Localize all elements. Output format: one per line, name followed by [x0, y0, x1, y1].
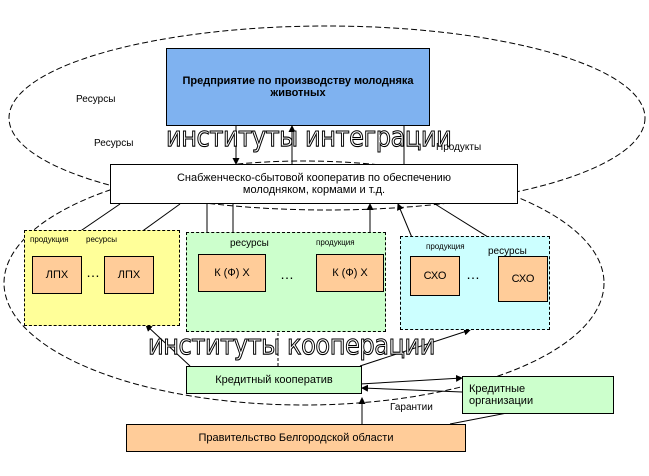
resources-top-label: Ресурсы	[76, 94, 116, 105]
lph-box-2-label: ЛПХ	[117, 269, 141, 281]
integration-title: институты интеграции	[166, 119, 453, 153]
supply-coop-label: Снабженческо-сбытовой кооператив по обес…	[176, 172, 452, 196]
integration-ellipse	[8, 25, 646, 211]
enterprise-label: Предприятие по производству молодняка жи…	[182, 75, 414, 99]
mid-group-prod-label: продукция	[316, 238, 355, 247]
left-group-res-label: ресурсы	[86, 235, 118, 244]
sho-box-1: СХО	[410, 256, 460, 296]
kfh-box-1-label: К (Ф) Х	[214, 267, 250, 279]
credit-orgs-label: Кредитные организации	[469, 383, 534, 407]
government-box: Правительство Белгородской области	[126, 424, 466, 452]
cooperation-title: институты кооперации	[148, 327, 436, 361]
arrow-credit-left	[145, 324, 191, 367]
sho-box-2: СХО	[498, 256, 548, 302]
guarantees-label: Гарантии	[390, 402, 433, 413]
mid-group-ellipsis: …	[280, 266, 296, 282]
kfh-box-1: К (Ф) Х	[198, 254, 266, 292]
products-label: Продукты	[436, 142, 482, 153]
sho-box-1-label: СХО	[423, 270, 447, 282]
resources-mid-label: Ресурсы	[94, 138, 134, 149]
credit-coop-box: Кредитный кооператив	[186, 366, 362, 394]
enterprise-box: Предприятие по производству молодняка жи…	[166, 48, 430, 126]
cooperation-ellipse	[3, 160, 605, 406]
credit-orgs-box: Кредитные организации	[462, 376, 614, 414]
arrow-credit-orgs	[359, 374, 463, 385]
lph-box-1-label: ЛПХ	[45, 269, 69, 281]
left-group-ellipsis: …	[86, 264, 102, 280]
mid-group-res-label: ресурсы	[230, 238, 269, 249]
right-group-ellipsis: …	[466, 266, 482, 282]
left-group-prod-label: продукция	[30, 235, 69, 244]
credit-coop-label: Кредитный кооператив	[215, 374, 333, 386]
kfh-box-2-label: К (Ф) Х	[332, 267, 368, 279]
lph-box-2: ЛПХ	[104, 256, 154, 294]
right-group-res-label: ресурсы	[488, 246, 527, 257]
kfh-box-2: К (Ф) Х	[316, 254, 384, 292]
supply-coop-box: Снабженческо-сбытовой кооператив по обес…	[110, 164, 518, 204]
arrow-orgs-credit	[361, 384, 463, 393]
government-label: Правительство Белгородской области	[198, 432, 394, 444]
arrow-credit-right	[359, 328, 471, 367]
lph-box-1: ЛПХ	[32, 256, 82, 294]
right-group-prod-label: продукция	[426, 242, 465, 251]
sho-box-2-label: СХО	[511, 273, 535, 285]
